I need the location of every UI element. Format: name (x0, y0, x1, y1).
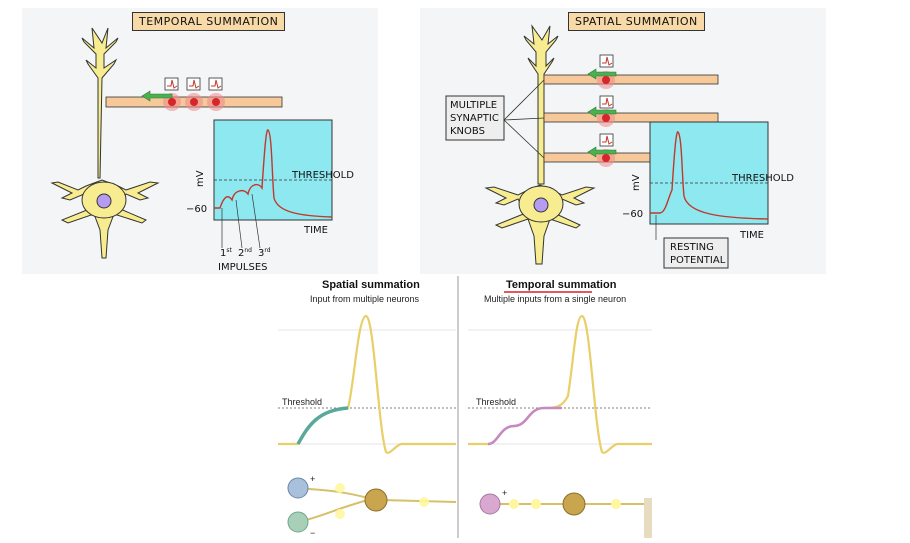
temporal-threshold-label: Threshold (476, 397, 516, 407)
inhibitory-sign: − (310, 528, 315, 538)
resting-potential-box (663, 237, 729, 269)
resting-label-line2: POTENTIAL (670, 255, 726, 266)
impulse-3-label: 3rd (258, 247, 271, 259)
excitatory-sign: + (310, 474, 315, 484)
y-unit: mV (195, 170, 206, 187)
threshold-label: THRESHOLD (731, 173, 794, 184)
spatial-summation-title: SPATIAL SUMMATION (568, 12, 705, 31)
impulse-1-label: 1st (220, 247, 233, 259)
impulse-2-label: 2nd (238, 247, 252, 259)
neuron-illustration (484, 24, 596, 265)
excitatory-sign: + (502, 488, 507, 498)
potential-trace (650, 131, 769, 220)
pointer-lines (503, 79, 545, 159)
temporal-title: Temporal summation (506, 279, 617, 291)
temporal-trace (468, 314, 652, 454)
temporal-subtitle: Multiple inputs from a single neuron (484, 294, 626, 304)
temporal-summation-panel: THRESHOLD mV −60 TIME 1st 2nd 3rd IMPULS… (22, 8, 378, 274)
direction-arrows (587, 68, 617, 158)
direction-arrow (141, 90, 173, 102)
knobs-label-line1: MULTIPLE (450, 100, 497, 111)
membrane-potential-graph (649, 121, 769, 225)
y-unit: mV (631, 174, 642, 191)
comparison-diagram: Spatial summation Input from multiple ne… (278, 276, 652, 538)
temporal-summation-diagram: THRESHOLD mV −60 TIME 1st 2nd 3rd IMPULS… (50, 27, 354, 273)
knobs-label-line3: KNOBS (450, 126, 485, 137)
knobs-label-line2: SYNAPTIC (450, 113, 499, 124)
threshold-label: THRESHOLD (291, 170, 354, 181)
impulses-label: IMPULSES (218, 262, 268, 273)
spatial-subtitle: Input from multiple neurons (310, 294, 420, 304)
spatial-summation-diagram: MULTIPLE SYNAPTIC KNOBS THRESHOLD mV −60… (445, 24, 794, 269)
neuron-illustration (50, 27, 160, 259)
spatial-title: Spatial summation (322, 279, 420, 291)
spatial-summation-panel: MULTIPLE SYNAPTIC KNOBS THRESHOLD mV −60… (420, 8, 826, 274)
y-tick-60: −60 (186, 204, 207, 215)
x-axis-label: TIME (303, 225, 328, 236)
temporal-neurons: + (479, 488, 652, 538)
potential-trace (214, 129, 333, 218)
resting-label-line1: RESTING (670, 242, 714, 253)
spatial-neurons: + − (287, 474, 457, 538)
y-tick-60: −60 (622, 209, 643, 220)
comparison-panel: Spatial summation Input from multiple ne… (278, 276, 652, 538)
spatial-summed-input (296, 406, 349, 445)
knobs-label-box (445, 95, 505, 141)
spatial-threshold-label: Threshold (282, 397, 322, 407)
temporal-summation-title: TEMPORAL SUMMATION (132, 12, 286, 31)
temporal-summed-input (487, 406, 562, 446)
x-axis-label: TIME (739, 230, 764, 241)
